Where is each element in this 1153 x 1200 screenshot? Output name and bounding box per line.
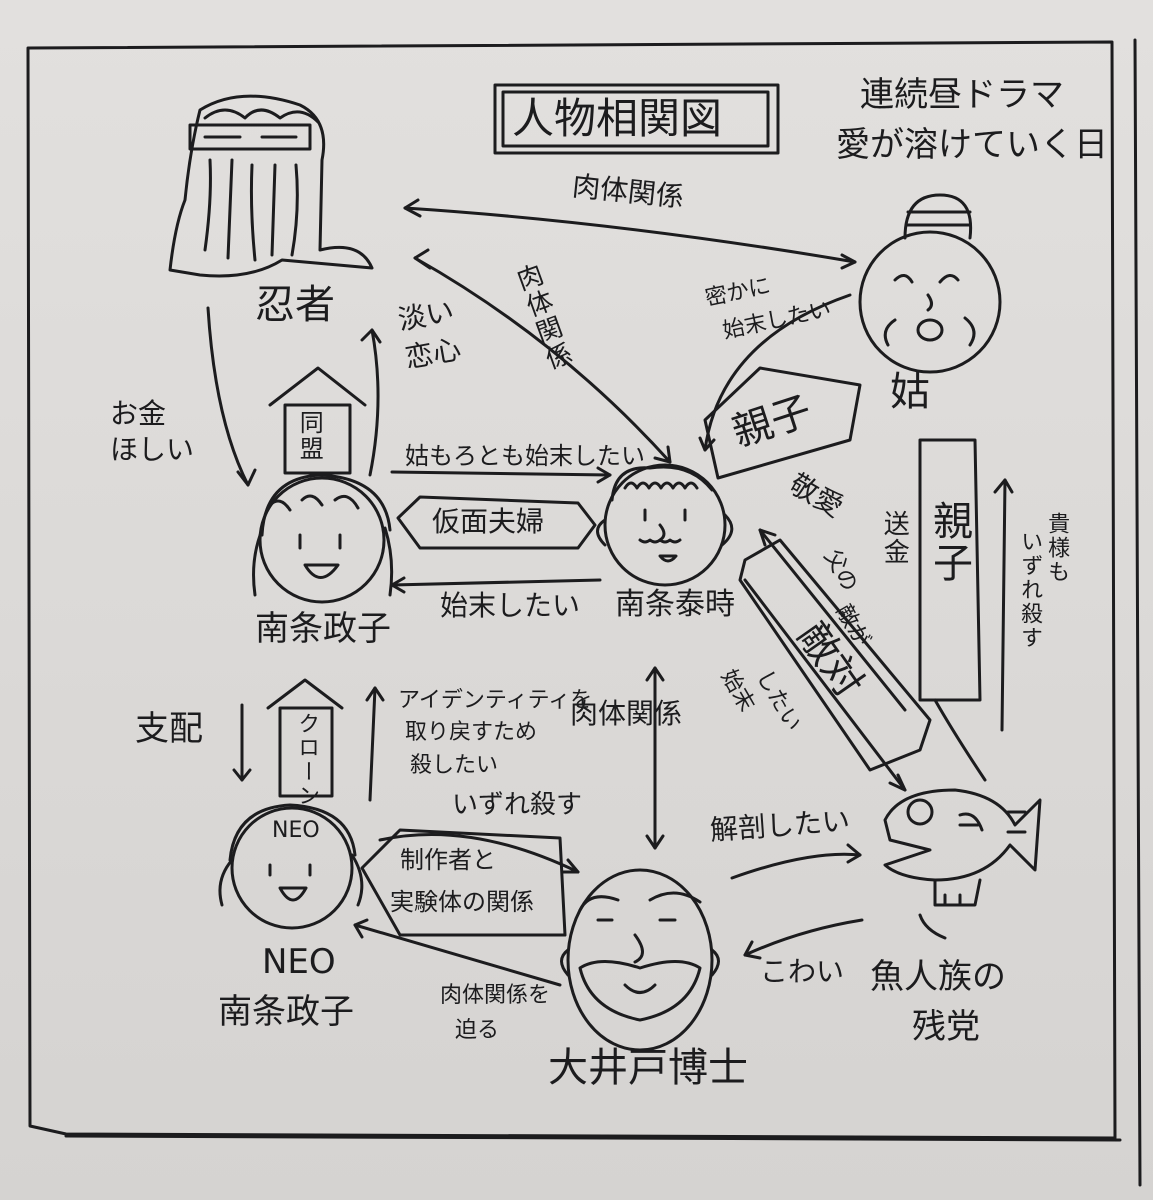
- rel-money-2: ほしい: [110, 436, 194, 464]
- arrow-fish-prof: [745, 920, 862, 955]
- label-husband: 南条泰時: [615, 590, 735, 620]
- rel-identity-1: アイデンティティを: [398, 690, 592, 712]
- rel-fake-couple: 仮面夫婦: [432, 508, 544, 536]
- subtitle-series: 連続昼ドラマ: [860, 78, 1064, 112]
- arrow-ninja-wife: [208, 308, 248, 485]
- label-mother-in-law: 姑: [890, 372, 930, 412]
- rel-creator-1: 制作者と: [400, 848, 496, 872]
- subtitle-drama: 愛が溶けていく日: [836, 128, 1108, 162]
- rel-alliance: 同盟: [296, 410, 321, 462]
- mother-in-law-icon: [860, 195, 1000, 372]
- label-fish-2: 残党: [912, 1010, 980, 1044]
- label-wife: 南条政子: [255, 612, 391, 646]
- rel-press-2: 迫る: [455, 1020, 499, 1042]
- rel-oyako-right: 親子: [928, 500, 970, 584]
- rel-remittance: 送金: [880, 510, 907, 566]
- rel-press-1: 肉体関係を: [440, 985, 550, 1007]
- rel-kill-you-2: いずれ殺す: [1018, 530, 1041, 650]
- label-professor: 大井戸博士: [548, 1048, 748, 1088]
- label-neo-2: 南条政子: [218, 995, 354, 1029]
- arrow-wife-husband: [392, 472, 610, 475]
- husband-face-icon: [598, 465, 732, 585]
- label-fish-1: 魚人族の: [870, 960, 1006, 994]
- fish-man-icon: [885, 700, 1040, 938]
- rel-husband-wants-wife: 始末したい: [440, 592, 580, 620]
- arrow-prof-fish: [732, 854, 860, 878]
- rel-clone: クローン: [295, 712, 318, 808]
- neo-face-tag: NEO: [272, 820, 320, 842]
- rel-someday-kill: いずれ殺す: [452, 792, 582, 818]
- ninja-icon: [170, 96, 372, 276]
- frame-right-edge: [1135, 40, 1140, 1185]
- rel-identity-2: 取り戻すため: [405, 722, 537, 744]
- rel-kill-you-1: 貴様も: [1045, 512, 1068, 584]
- arrow-wife-ninja: [370, 330, 378, 475]
- label-ninja: 忍者: [255, 285, 335, 325]
- wife-face-icon: [254, 475, 392, 602]
- professor-face-icon: [562, 870, 719, 1050]
- rel-wife-wants-mil: 姑もろとも始末したい: [405, 444, 645, 468]
- rel-money-1: お金: [110, 400, 166, 428]
- rel-scary: こわい: [760, 958, 844, 986]
- label-neo-1: NEO: [262, 945, 336, 979]
- arrow-right-up: [1002, 480, 1005, 730]
- page-title: 人物相関図: [512, 98, 722, 140]
- rel-identity-3: 殺したい: [410, 755, 498, 777]
- arrow-wife-neo: [370, 688, 375, 800]
- rel-control: 支配: [135, 712, 203, 746]
- rel-creator-2: 実験体の関係: [390, 890, 534, 914]
- arrow-ninja-mil: [405, 208, 855, 262]
- rel-prof-husband: 肉体関係: [570, 700, 682, 728]
- arrow-husband-wife: [392, 580, 600, 585]
